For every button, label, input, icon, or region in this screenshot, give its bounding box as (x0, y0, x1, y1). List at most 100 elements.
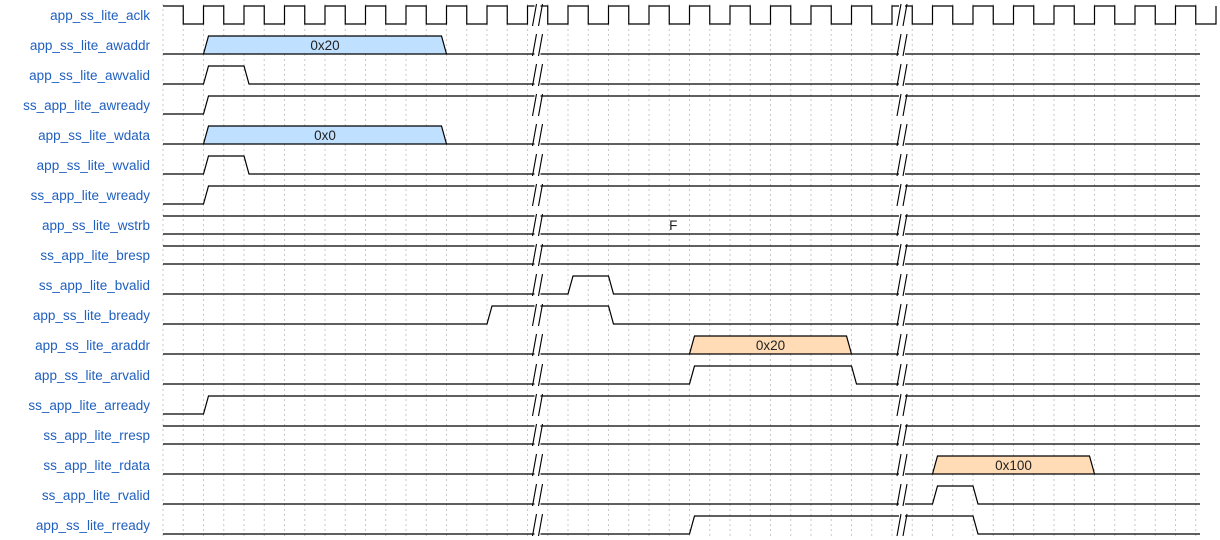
gap-marker (896, 183, 908, 207)
level-wave (163, 515, 1200, 535)
gap-mask (534, 274, 541, 296)
gap-marker (896, 363, 908, 387)
gap-mask (534, 334, 541, 356)
gap-mask (899, 274, 905, 296)
bus-value: 0x100 (995, 458, 1032, 473)
gap-mask (899, 364, 905, 386)
bus-value: 0x20 (756, 338, 785, 353)
gap-marker (896, 303, 908, 327)
signal-name: app_ss_lite_wstrb (42, 218, 150, 233)
gap-marker (896, 423, 908, 447)
signal-row (163, 95, 1200, 115)
gap-mask (899, 334, 905, 356)
gap-marker (531, 513, 544, 537)
grid-layer (162, 4, 1197, 536)
gap-marker (531, 363, 544, 387)
gap-marker (531, 453, 544, 477)
signal-name: ss_app_lite_wready (31, 188, 151, 203)
gap-mask (899, 484, 905, 506)
signal-row (163, 5, 1217, 25)
level-wave (163, 275, 1200, 295)
gap-mask (899, 184, 905, 206)
signal-row: 0x20 (163, 335, 1200, 355)
gap-mask (534, 424, 541, 446)
gap-mask (899, 34, 905, 56)
gap-mask (899, 424, 905, 446)
gap-marker (531, 333, 544, 357)
gap-marker (531, 423, 544, 447)
gap-marker (896, 453, 908, 477)
gap-marker (531, 243, 544, 267)
signal-row (163, 395, 1200, 415)
gap-marker (896, 213, 908, 237)
bus-wave (163, 245, 1200, 265)
signal-row (163, 245, 1200, 265)
gap-mask (534, 514, 541, 536)
gap-marker (896, 3, 908, 27)
level-wave (163, 65, 1200, 85)
signal-row (163, 365, 1200, 385)
gap-marker (531, 153, 544, 177)
gap-mask (899, 514, 905, 536)
signal-name: app_ss_lite_awaddr (30, 38, 151, 53)
bus-value: 0x20 (310, 38, 339, 53)
gap-markers (531, 3, 908, 537)
signal-labels: app_ss_lite_aclkapp_ss_lite_awaddrapp_ss… (23, 8, 150, 533)
gap-mask (534, 454, 541, 476)
gap-marker (531, 303, 544, 327)
gap-marker (531, 183, 544, 207)
signal-row (163, 65, 1200, 85)
signal-name: ss_app_lite_bvalid (39, 278, 150, 293)
gap-mask (899, 94, 905, 116)
level-wave (163, 95, 1200, 115)
signal-name: app_ss_lite_arvalid (34, 368, 150, 383)
signal-name: ss_app_lite_arready (28, 398, 150, 413)
gap-mask (899, 394, 905, 416)
level-wave (163, 185, 1200, 205)
gap-marker (896, 123, 908, 147)
gap-marker (896, 93, 908, 117)
signal-name: app_ss_lite_awvalid (29, 68, 150, 83)
bus-segment (202, 125, 448, 145)
signal-row: 0x0 (163, 125, 1200, 145)
gap-marker (896, 63, 908, 87)
gap-marker (531, 483, 544, 507)
gap-marker (896, 483, 908, 507)
gap-mask (534, 304, 541, 326)
gap-marker (531, 3, 544, 27)
gap-mask (534, 94, 541, 116)
gap-mask (899, 244, 905, 266)
signal-name: app_ss_lite_wvalid (37, 158, 150, 173)
signal-row (163, 515, 1200, 535)
gap-marker (531, 273, 544, 297)
signal-name: app_ss_lite_bready (33, 308, 150, 323)
bus-wave (163, 425, 1200, 445)
gap-marker (896, 33, 908, 57)
gap-marker (896, 153, 908, 177)
gap-mask (534, 484, 541, 506)
gap-mask (534, 214, 541, 236)
gap-marker (531, 33, 544, 57)
gap-mask (534, 394, 541, 416)
gap-mask (534, 364, 541, 386)
signal-name: ss_app_lite_rvalid (42, 488, 150, 503)
gap-mask (899, 124, 905, 146)
gap-marker (896, 393, 908, 417)
signal-row (163, 425, 1200, 445)
gap-marker (896, 243, 908, 267)
signal-row (163, 185, 1200, 205)
gap-mask (534, 4, 541, 26)
bus-segment (688, 335, 853, 355)
gap-mask (899, 214, 905, 236)
signal-row: F (163, 215, 1200, 235)
level-wave (163, 155, 1200, 175)
level-wave (163, 395, 1200, 415)
gap-marker (896, 333, 908, 357)
signal-row (163, 485, 1200, 505)
signal-name: ss_app_lite_rresp (43, 428, 150, 443)
signal-name: ss_app_lite_bresp (40, 248, 150, 263)
gap-marker (531, 213, 544, 237)
bus-segment (931, 455, 1096, 475)
